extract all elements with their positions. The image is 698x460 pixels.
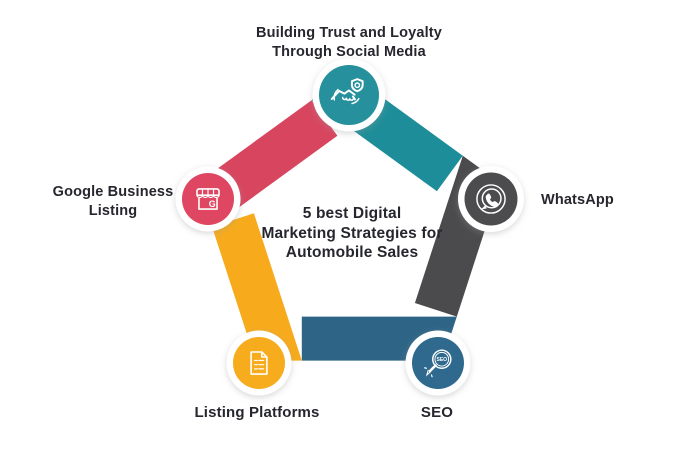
node-whatsapp (458, 166, 524, 232)
label-listing-platforms: Listing Platforms (194, 403, 319, 422)
label-seo: SEO (421, 403, 453, 422)
node-social-media (312, 58, 386, 132)
label-seo-line1: SEO (420, 404, 454, 421)
node-listing-platforms (226, 330, 292, 396)
label-whatsapp-line1: WhatsApp (541, 192, 614, 208)
label-social-media-line2: Through Social Media (272, 43, 426, 60)
diagram-title-line2: Marketing Strategies for (261, 224, 443, 242)
label-google-line2: Listing (88, 202, 138, 219)
diagram-title-line1: 5 best Digital (302, 205, 402, 222)
node-seo: SEO (405, 330, 471, 396)
diagram-title: 5 best Digital Marketing Strategies for … (261, 204, 442, 263)
label-whatsapp: WhatsApp (541, 191, 614, 210)
label-social-media-line1: Building Trust and Loyalty (256, 25, 442, 41)
node-social-media-circle (319, 65, 379, 125)
node-whatsapp-circle (464, 172, 518, 226)
label-listing-line1: Listing Platforms (194, 404, 320, 421)
svg-text:G: G (209, 199, 216, 209)
node-listing-platforms-circle (233, 337, 285, 389)
whatsapp-icon (476, 184, 506, 214)
svg-text:SEO: SEO (436, 357, 447, 363)
node-google-business-listing: G (175, 166, 241, 232)
label-google-business-listing: Google Business Listing (53, 183, 174, 220)
seo-magnifier-icon: SEO (423, 349, 452, 378)
label-social-media: Building Trust and Loyalty Through Socia… (256, 24, 442, 61)
storefront-icon: G (196, 188, 220, 210)
handshake-shield-icon (330, 78, 364, 105)
label-google-line1: Google Business (52, 184, 174, 200)
node-google-business-listing-circle (182, 173, 234, 225)
diagram-title-line3: Automobile Sales (285, 244, 419, 262)
segment-google-to-listing (212, 213, 302, 361)
document-icon (250, 351, 268, 375)
node-seo-circle (412, 337, 464, 389)
